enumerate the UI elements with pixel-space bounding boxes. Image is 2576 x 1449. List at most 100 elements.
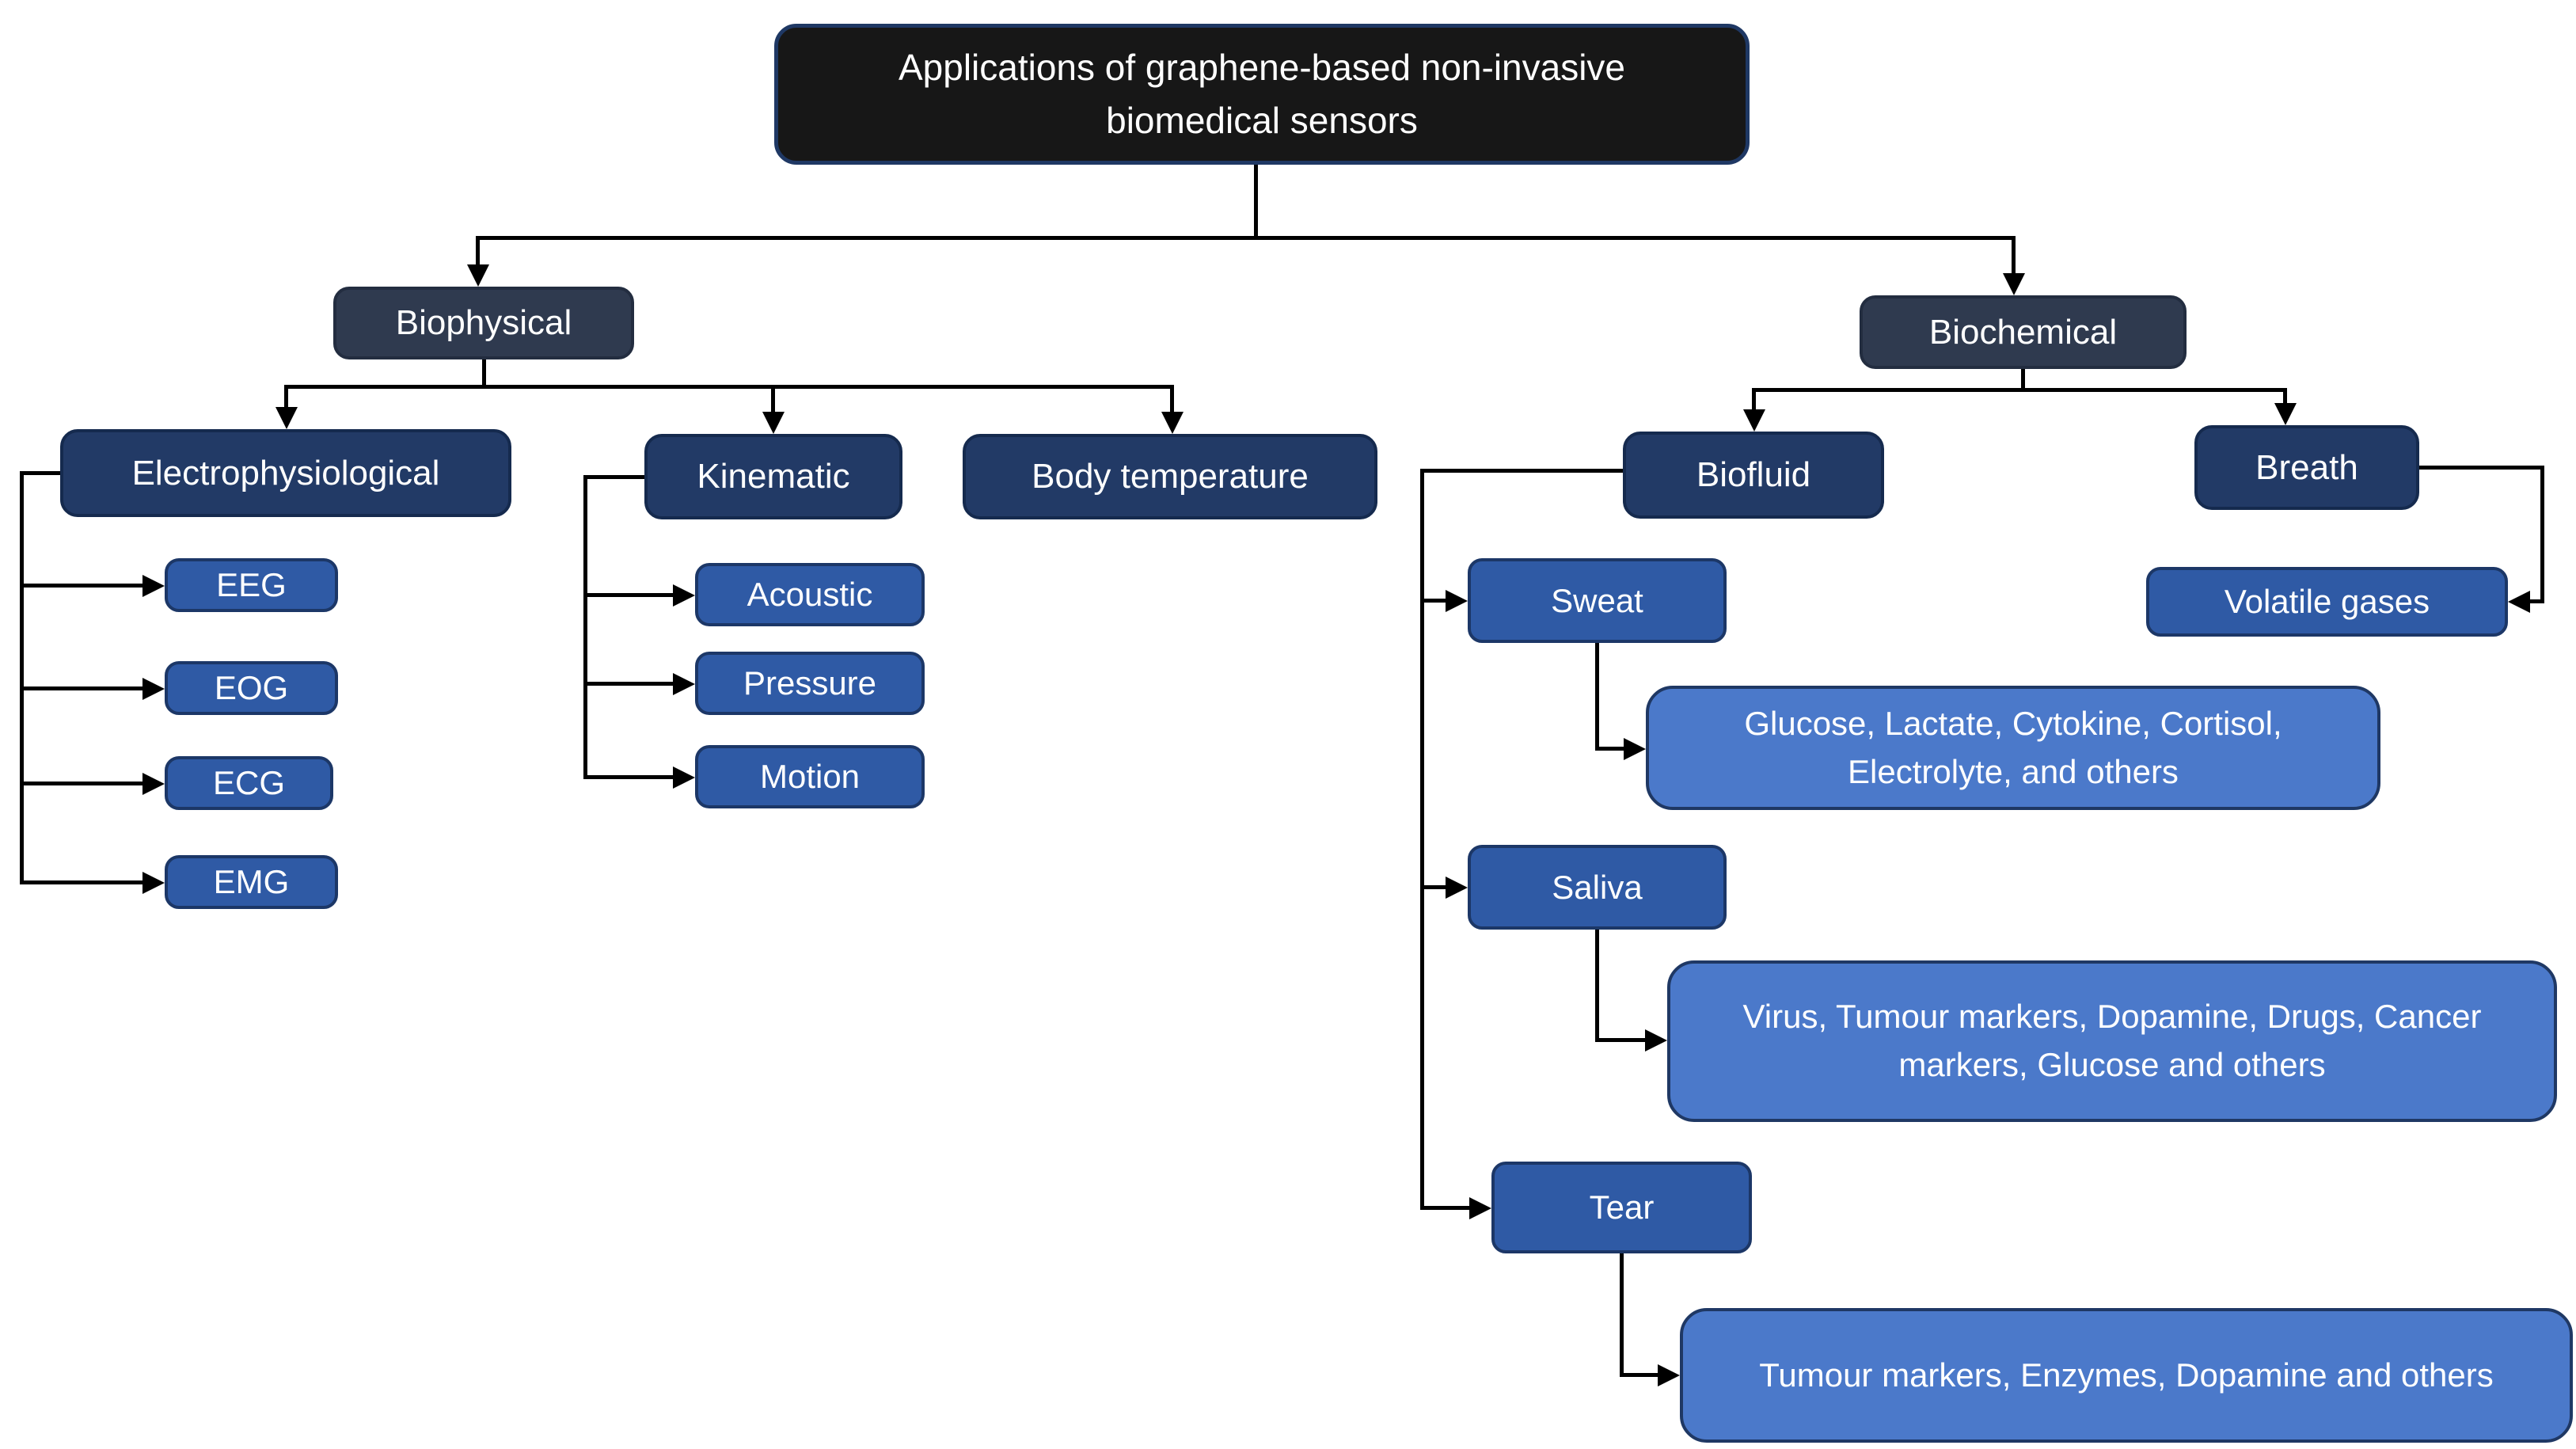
node-root-label: Applications of graphene-based non-invas… bbox=[898, 47, 1626, 141]
node-acoustic: Acoustic bbox=[695, 563, 925, 626]
node-eeg-label: EEG bbox=[216, 566, 287, 603]
connector-line bbox=[20, 471, 60, 475]
connector-line bbox=[1420, 599, 1446, 603]
connector-line bbox=[20, 880, 142, 884]
connector-line bbox=[1420, 469, 1424, 1210]
node-electrophysiological: Electrophysiological bbox=[60, 429, 511, 517]
node-breath-label: Breath bbox=[2255, 447, 2358, 487]
node-volatile-gases: Volatile gases bbox=[2146, 567, 2508, 637]
node-biochemical-label: Biochemical bbox=[1928, 312, 2118, 352]
node-root: Applications of graphene-based non-invas… bbox=[774, 24, 1750, 165]
connector-line bbox=[1752, 388, 2287, 392]
arrow-down-icon bbox=[1161, 412, 1184, 434]
connector-line bbox=[583, 475, 587, 779]
node-acoustic-label: Acoustic bbox=[747, 576, 873, 613]
node-emg-label: EMG bbox=[213, 863, 290, 900]
connector-line bbox=[583, 682, 673, 686]
node-ecg: ECG bbox=[165, 756, 333, 810]
node-biophysical: Biophysical bbox=[333, 287, 634, 359]
node-sweat-label: Sweat bbox=[1551, 581, 1643, 619]
arrow-right-icon bbox=[142, 872, 165, 894]
node-tear-analytes-label: Tumour markers, Enzymes, Dopamine and ot… bbox=[1759, 1356, 2494, 1394]
connector-line bbox=[1420, 1206, 1469, 1210]
node-saliva-analytes: Virus, Tumour markers, Dopamine, Drugs, … bbox=[1667, 960, 2557, 1122]
node-breath: Breath bbox=[2194, 425, 2419, 510]
node-eeg: EEG bbox=[165, 558, 338, 612]
node-eog: EOG bbox=[165, 661, 338, 715]
arrow-down-icon bbox=[2274, 403, 2297, 425]
arrow-right-icon bbox=[142, 575, 165, 597]
arrow-right-icon bbox=[1645, 1029, 1667, 1052]
node-biofluid-label: Biofluid bbox=[1696, 455, 1811, 494]
node-emg: EMG bbox=[165, 855, 338, 909]
node-biochemical: Biochemical bbox=[1860, 295, 2187, 369]
arrow-right-icon bbox=[142, 773, 165, 795]
connector-line bbox=[583, 775, 673, 779]
arrow-right-icon bbox=[1469, 1197, 1491, 1219]
node-kinematic-label: Kinematic bbox=[697, 457, 850, 496]
node-tear-label: Tear bbox=[1589, 1188, 1655, 1226]
node-saliva-label: Saliva bbox=[1552, 868, 1643, 906]
arrow-down-icon bbox=[762, 412, 785, 434]
node-tear: Tear bbox=[1491, 1162, 1752, 1253]
connector-line bbox=[2021, 369, 2025, 390]
arrow-down-icon bbox=[275, 407, 298, 429]
node-electrophysiological-label: Electrophysiological bbox=[131, 453, 440, 493]
node-biofluid: Biofluid bbox=[1623, 432, 1884, 519]
connector-line bbox=[482, 359, 486, 386]
connector-line bbox=[583, 593, 673, 597]
node-eog-label: EOG bbox=[214, 669, 289, 706]
node-kinematic: Kinematic bbox=[644, 434, 902, 519]
arrow-right-icon bbox=[673, 584, 695, 607]
connector-line bbox=[2283, 388, 2287, 403]
node-sweat-analytes-label: Glucose, Lactate, Cytokine, Cortisol, El… bbox=[1744, 704, 2282, 790]
node-saliva-analytes-label: Virus, Tumour markers, Dopamine, Drugs, … bbox=[1742, 998, 2482, 1083]
connector-line bbox=[20, 471, 24, 884]
connector-line bbox=[1420, 885, 1446, 889]
arrow-right-icon bbox=[142, 678, 165, 700]
arrow-down-icon bbox=[2003, 273, 2025, 295]
connector-line bbox=[1620, 1253, 1624, 1377]
node-pressure: Pressure bbox=[695, 652, 925, 715]
connector-line bbox=[1420, 469, 1623, 473]
arrow-left-icon bbox=[2508, 591, 2530, 613]
connector-line bbox=[1595, 1038, 1645, 1042]
connector-line bbox=[1254, 165, 1258, 240]
connector-line bbox=[20, 686, 142, 690]
connector-line bbox=[1620, 1373, 1658, 1377]
connector-line bbox=[2530, 599, 2544, 603]
node-body-temperature-label: Body temperature bbox=[1032, 457, 1309, 496]
node-sweat: Sweat bbox=[1468, 558, 1727, 643]
connector-line bbox=[1752, 388, 1756, 409]
node-volatile-gases-label: Volatile gases bbox=[2224, 583, 2430, 620]
connector-line bbox=[1595, 747, 1624, 751]
node-biophysical-label: Biophysical bbox=[395, 303, 572, 342]
arrow-right-icon bbox=[673, 673, 695, 695]
node-pressure-label: Pressure bbox=[743, 664, 877, 702]
node-saliva: Saliva bbox=[1468, 845, 1727, 930]
connector-line bbox=[284, 385, 1174, 389]
arrow-right-icon bbox=[673, 766, 695, 789]
connector-line bbox=[1595, 930, 1599, 1042]
arrow-right-icon bbox=[1446, 590, 1468, 612]
connector-line bbox=[20, 782, 142, 785]
connector-line bbox=[284, 385, 288, 407]
connector-line bbox=[1170, 385, 1174, 412]
connector-line bbox=[20, 584, 142, 588]
connector-line bbox=[2540, 466, 2544, 603]
arrow-down-icon bbox=[467, 264, 489, 287]
node-sweat-analytes: Glucose, Lactate, Cytokine, Cortisol, El… bbox=[1646, 686, 2380, 810]
arrow-down-icon bbox=[1743, 409, 1765, 432]
connector-line bbox=[476, 236, 480, 264]
arrow-right-icon bbox=[1658, 1364, 1680, 1386]
connector-line bbox=[583, 475, 644, 479]
connector-line bbox=[1595, 643, 1599, 751]
node-motion: Motion bbox=[695, 745, 925, 808]
node-motion-label: Motion bbox=[759, 758, 861, 795]
arrow-right-icon bbox=[1446, 877, 1468, 899]
connector-line bbox=[2012, 236, 2016, 273]
node-ecg-label: ECG bbox=[212, 764, 285, 801]
node-body-temperature: Body temperature bbox=[963, 434, 1377, 519]
connector-line bbox=[2419, 466, 2544, 470]
